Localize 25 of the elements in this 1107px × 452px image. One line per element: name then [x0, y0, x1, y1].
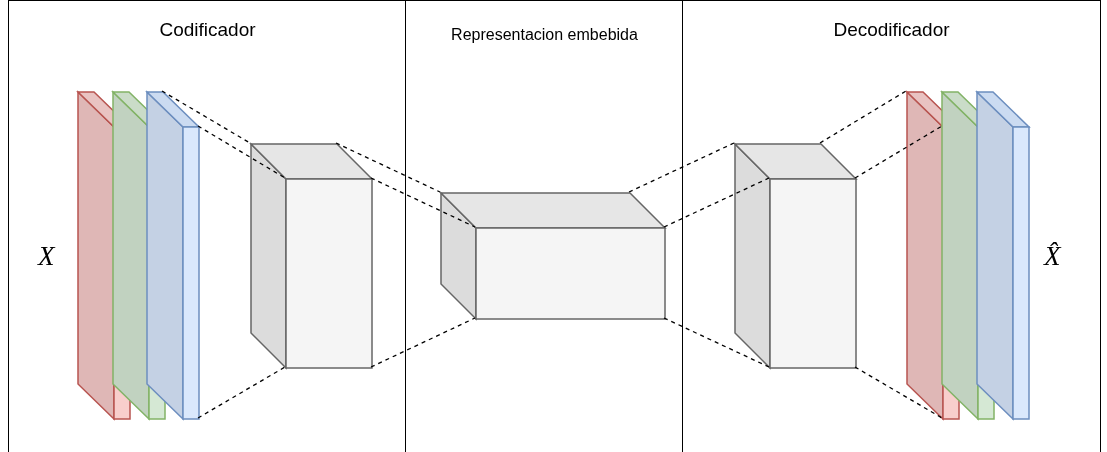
projection-line	[663, 177, 770, 228]
projection-line	[663, 317, 770, 368]
section-heading: Decodificador	[832, 18, 951, 42]
feature-block	[441, 193, 665, 319]
section-heading: Codificador	[158, 18, 257, 42]
projection-line	[819, 90, 907, 144]
section-heading: Representacion embebida	[450, 25, 639, 45]
projection-line	[197, 366, 286, 419]
projection-line	[370, 317, 476, 368]
projection-line	[854, 125, 943, 179]
projection-line	[628, 142, 735, 193]
projection-line	[197, 125, 286, 179]
feature-block	[251, 144, 372, 368]
section-panel	[8, 0, 406, 452]
section-panel	[682, 0, 1101, 452]
section-panel	[405, 0, 683, 452]
projection-line	[854, 366, 943, 419]
projection-line	[370, 177, 476, 228]
math-symbol: X̂	[1044, 243, 1061, 270]
projection-line	[161, 90, 251, 144]
channel-slab	[147, 92, 199, 419]
feature-block	[735, 144, 856, 368]
math-symbol: X	[38, 243, 55, 270]
projection-line	[335, 142, 441, 193]
channel-slab	[977, 92, 1029, 419]
